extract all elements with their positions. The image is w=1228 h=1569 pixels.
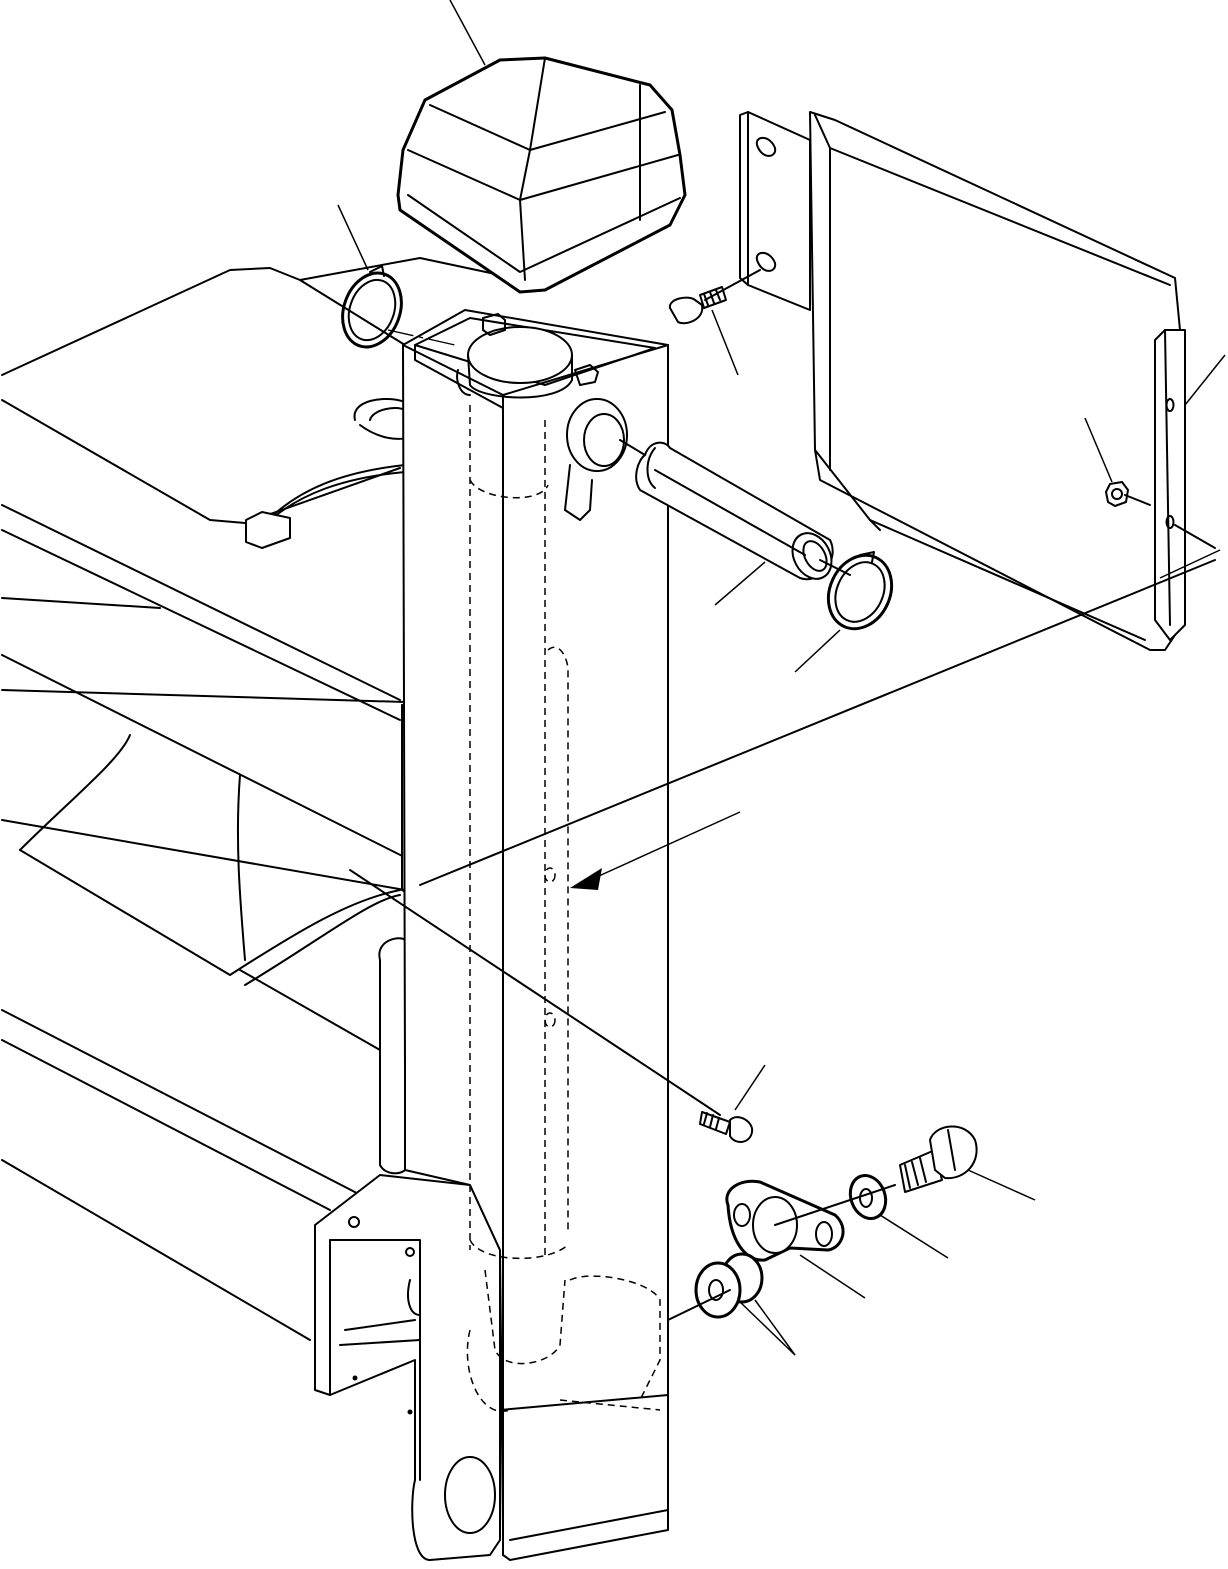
arrow-head-icon (570, 868, 602, 890)
leader-bolt-upper (711, 309, 739, 376)
leader-cover-plate-hole (1159, 549, 1221, 579)
leader-washer (879, 1214, 949, 1259)
mount-bolt-lower (699, 1111, 754, 1143)
leader-snap-ring-upper (337, 204, 369, 271)
leader-pin (714, 561, 766, 606)
snap-ring-lower (826, 551, 894, 631)
nut (1105, 481, 1129, 507)
washer (848, 1174, 888, 1220)
leader-shim-1 (737, 1299, 796, 1356)
leader-snap-ring-lower (794, 629, 841, 673)
leader-flange-plate (799, 1254, 866, 1299)
snap-ring-upper (341, 265, 403, 349)
leader-cover-plate (1184, 354, 1226, 406)
top-cap (396, 56, 687, 294)
leader-shim-2 (754, 1299, 796, 1356)
mount-bolt-upper (668, 286, 727, 325)
leader-arrow-line (589, 811, 741, 881)
assembly-lines (349, 269, 1216, 1321)
leader-top-cap (449, 0, 486, 66)
leader-flange-bolt (967, 1169, 1036, 1201)
flange-bolt (899, 1125, 978, 1193)
pivot-pin (635, 441, 834, 581)
cover-plate (739, 111, 1186, 651)
leader-nut (1084, 417, 1113, 483)
main-column (402, 309, 669, 1561)
leader-bolt-lower (734, 1064, 766, 1111)
shim-washers (694, 1252, 764, 1319)
leader-lines (337, 0, 1226, 1356)
